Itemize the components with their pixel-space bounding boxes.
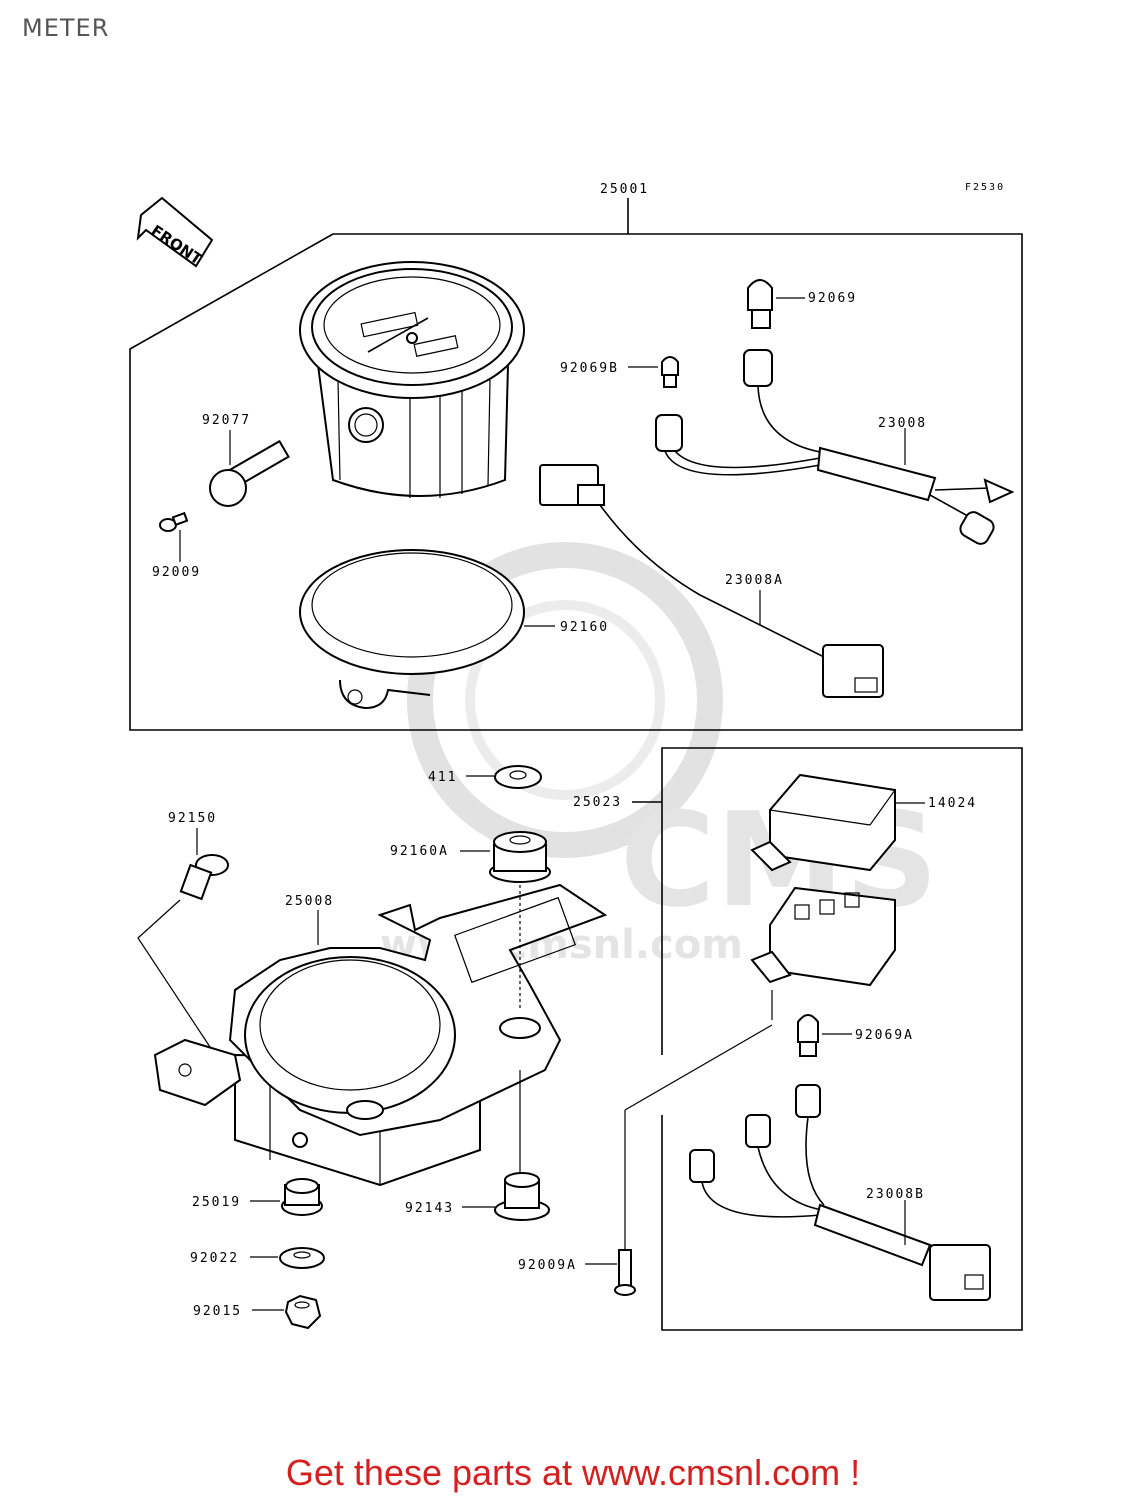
bulb-92069B: 92069B xyxy=(560,356,679,388)
screw-92009A: 92009A xyxy=(518,1024,773,1296)
callout-25023: 25023 xyxy=(573,795,622,810)
callout-25008: 25008 xyxy=(285,894,334,909)
callout-14024: 14024 xyxy=(928,796,977,811)
bulb-92069A: 92069A xyxy=(797,1014,914,1057)
callout-92022: 92022 xyxy=(190,1251,239,1266)
upper-assembly-frame: 25001 xyxy=(129,182,1023,731)
grommet-92160A: 92160A xyxy=(390,831,551,883)
front-arrow-icon: FRONT xyxy=(136,196,214,269)
callout-92160A: 92160A xyxy=(390,844,449,859)
callout-411: 411 xyxy=(428,770,457,785)
bezel-ring: 92160 xyxy=(299,549,609,710)
callout-92069: 92069 xyxy=(808,291,857,306)
speedometer-gauge xyxy=(299,261,525,498)
callout-92077: 92077 xyxy=(202,413,251,428)
indicator-cover: 14024 xyxy=(750,773,977,872)
callout-23008: 23008 xyxy=(878,416,927,431)
callout-92143: 92143 xyxy=(405,1201,454,1216)
callout-25019: 25019 xyxy=(192,1195,241,1210)
washer-411: 411 xyxy=(428,765,542,789)
callout-92009A: 92009A xyxy=(518,1258,577,1273)
callout-92069B: 92069B xyxy=(560,361,619,376)
footer-promo-link[interactable]: Get these parts at www.cmsnl.com ! xyxy=(285,1452,861,1493)
callout-23008B: 23008B xyxy=(866,1187,925,1202)
wire-harness-23008B: 23008B xyxy=(689,1084,991,1301)
figure-code: F2530 xyxy=(965,182,1005,193)
indicator-housing xyxy=(750,886,896,1020)
bulb-92069: 92069 xyxy=(747,279,857,329)
collar-25019: 25019 xyxy=(192,1178,323,1216)
wire-harness-23008: 23008 xyxy=(655,349,1015,545)
callout-92160: 92160 xyxy=(560,620,609,635)
callout-23008A: 23008A xyxy=(725,573,784,588)
wire-harness-23008A: 23008A xyxy=(539,464,884,698)
nut-92015: 92015 xyxy=(193,1294,322,1330)
callout-25001: 25001 xyxy=(600,182,649,197)
callout-92150: 92150 xyxy=(168,811,217,826)
callout-92069A: 92069A xyxy=(855,1028,914,1043)
bolt-92150: 92150 xyxy=(137,811,229,1069)
meter-bracket: 25008 xyxy=(153,883,608,1187)
callout-92015: 92015 xyxy=(193,1304,242,1319)
trip-knob: 92077 xyxy=(202,413,290,507)
washer-92022: 92022 xyxy=(190,1247,325,1269)
callout-92009: 92009 xyxy=(152,565,201,580)
lower-right-assembly-frame: 25023 xyxy=(573,747,1023,1331)
collar-92143: 92143 xyxy=(405,1172,550,1221)
screw-92009: 92009 xyxy=(152,511,201,580)
page-title: METER xyxy=(22,14,110,42)
